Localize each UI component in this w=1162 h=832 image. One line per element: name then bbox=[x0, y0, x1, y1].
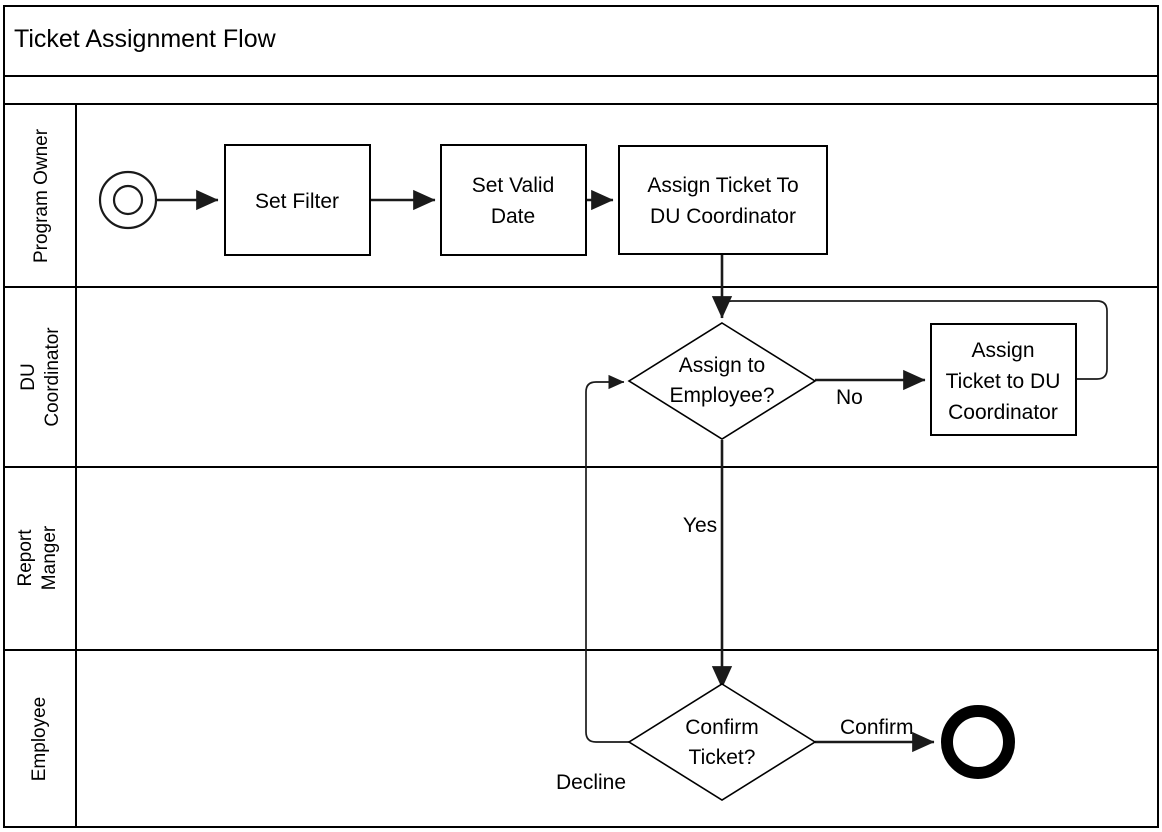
end-event-ring bbox=[941, 705, 1015, 779]
lane-label-text: Employee bbox=[29, 697, 50, 782]
gateway-confirm-ticket-diamond bbox=[627, 683, 817, 801]
page-title: Ticket Assignment Flow bbox=[14, 25, 277, 53]
task-assign-ticket-box bbox=[618, 145, 828, 255]
gateway-assign-to-employee-label-line2: Employee? bbox=[669, 384, 774, 407]
flow-label-decline: Decline bbox=[556, 771, 626, 794]
start-event-inner-circle bbox=[112, 184, 144, 216]
end-event[interactable] bbox=[941, 705, 1015, 779]
lane-label-report-manger: Report Manger bbox=[15, 525, 60, 590]
gateway-confirm-ticket-label-line1: Confirm bbox=[685, 716, 759, 739]
flow-label-confirm: Confirm bbox=[840, 716, 914, 739]
task-set-valid-date[interactable]: Set Valid Date bbox=[440, 144, 587, 256]
task-set-filter[interactable]: Set Filter bbox=[224, 144, 371, 256]
task-assign-ticket-label-line2: DU Coordinator bbox=[650, 205, 796, 228]
task-assign-ticket-du-label-line2: Ticket to DU bbox=[946, 370, 1061, 393]
flow-decline-to-assign-gateway bbox=[585, 374, 629, 743]
gateway-assign-to-employee-diamond bbox=[627, 322, 817, 440]
lane-label-text: Program Owner bbox=[31, 128, 52, 263]
task-assign-ticket-du-label-line3: Coordinator bbox=[948, 401, 1058, 424]
lane-label-text-line1: DU bbox=[18, 363, 39, 390]
task-set-valid-date-box bbox=[440, 144, 587, 256]
start-event[interactable] bbox=[98, 170, 158, 230]
pool-frame bbox=[3, 5, 1159, 828]
task-set-filter-label: Set Filter bbox=[255, 190, 339, 213]
lane-separators bbox=[4, 286, 1158, 651]
sequence-flows bbox=[156, 189, 1108, 753]
flow-label-yes: Yes bbox=[683, 514, 717, 537]
task-assign-ticket-to-du-coordinator-2[interactable]: Assign Ticket to DU Coordinator bbox=[930, 323, 1077, 436]
lane-label-text-line2: Coordinator bbox=[42, 327, 63, 427]
gateway-assign-to-employee[interactable]: Assign to Employee? bbox=[627, 322, 817, 440]
pool-outline bbox=[3, 5, 1159, 828]
lane-label-text-line2: Manger bbox=[39, 525, 60, 590]
task-assign-ticket-label-line1: Assign Ticket To bbox=[647, 174, 798, 197]
task-assign-ticket-du-label-line1: Assign bbox=[971, 339, 1034, 362]
lane-label-text-line1: Report bbox=[15, 529, 36, 587]
gateway-confirm-ticket-label-line2: Ticket? bbox=[689, 746, 756, 769]
task-set-valid-date-label-line1: Set Valid bbox=[472, 174, 555, 197]
lane-label-employee: Employee bbox=[29, 697, 50, 782]
gateway-confirm-ticket[interactable]: Confirm Ticket? bbox=[627, 683, 817, 801]
lane-label-program-owner: Program Owner bbox=[31, 128, 52, 263]
lane-label-du-coordinator: DU Coordinator bbox=[18, 327, 63, 427]
flow-label-no: No bbox=[836, 386, 863, 409]
flow-labels: No Yes Confirm Decline bbox=[556, 386, 914, 794]
task-assign-ticket-to-du-coordinator[interactable]: Assign Ticket To DU Coordinator bbox=[618, 145, 828, 255]
task-set-filter-box bbox=[224, 144, 371, 256]
gateway-assign-to-employee-label-line1: Assign to bbox=[679, 354, 765, 377]
task-assign-ticket-du-box bbox=[930, 323, 1077, 436]
task-set-valid-date-label-line2: Date bbox=[491, 205, 535, 228]
flow-loop-back-to-gateway bbox=[721, 300, 1108, 380]
